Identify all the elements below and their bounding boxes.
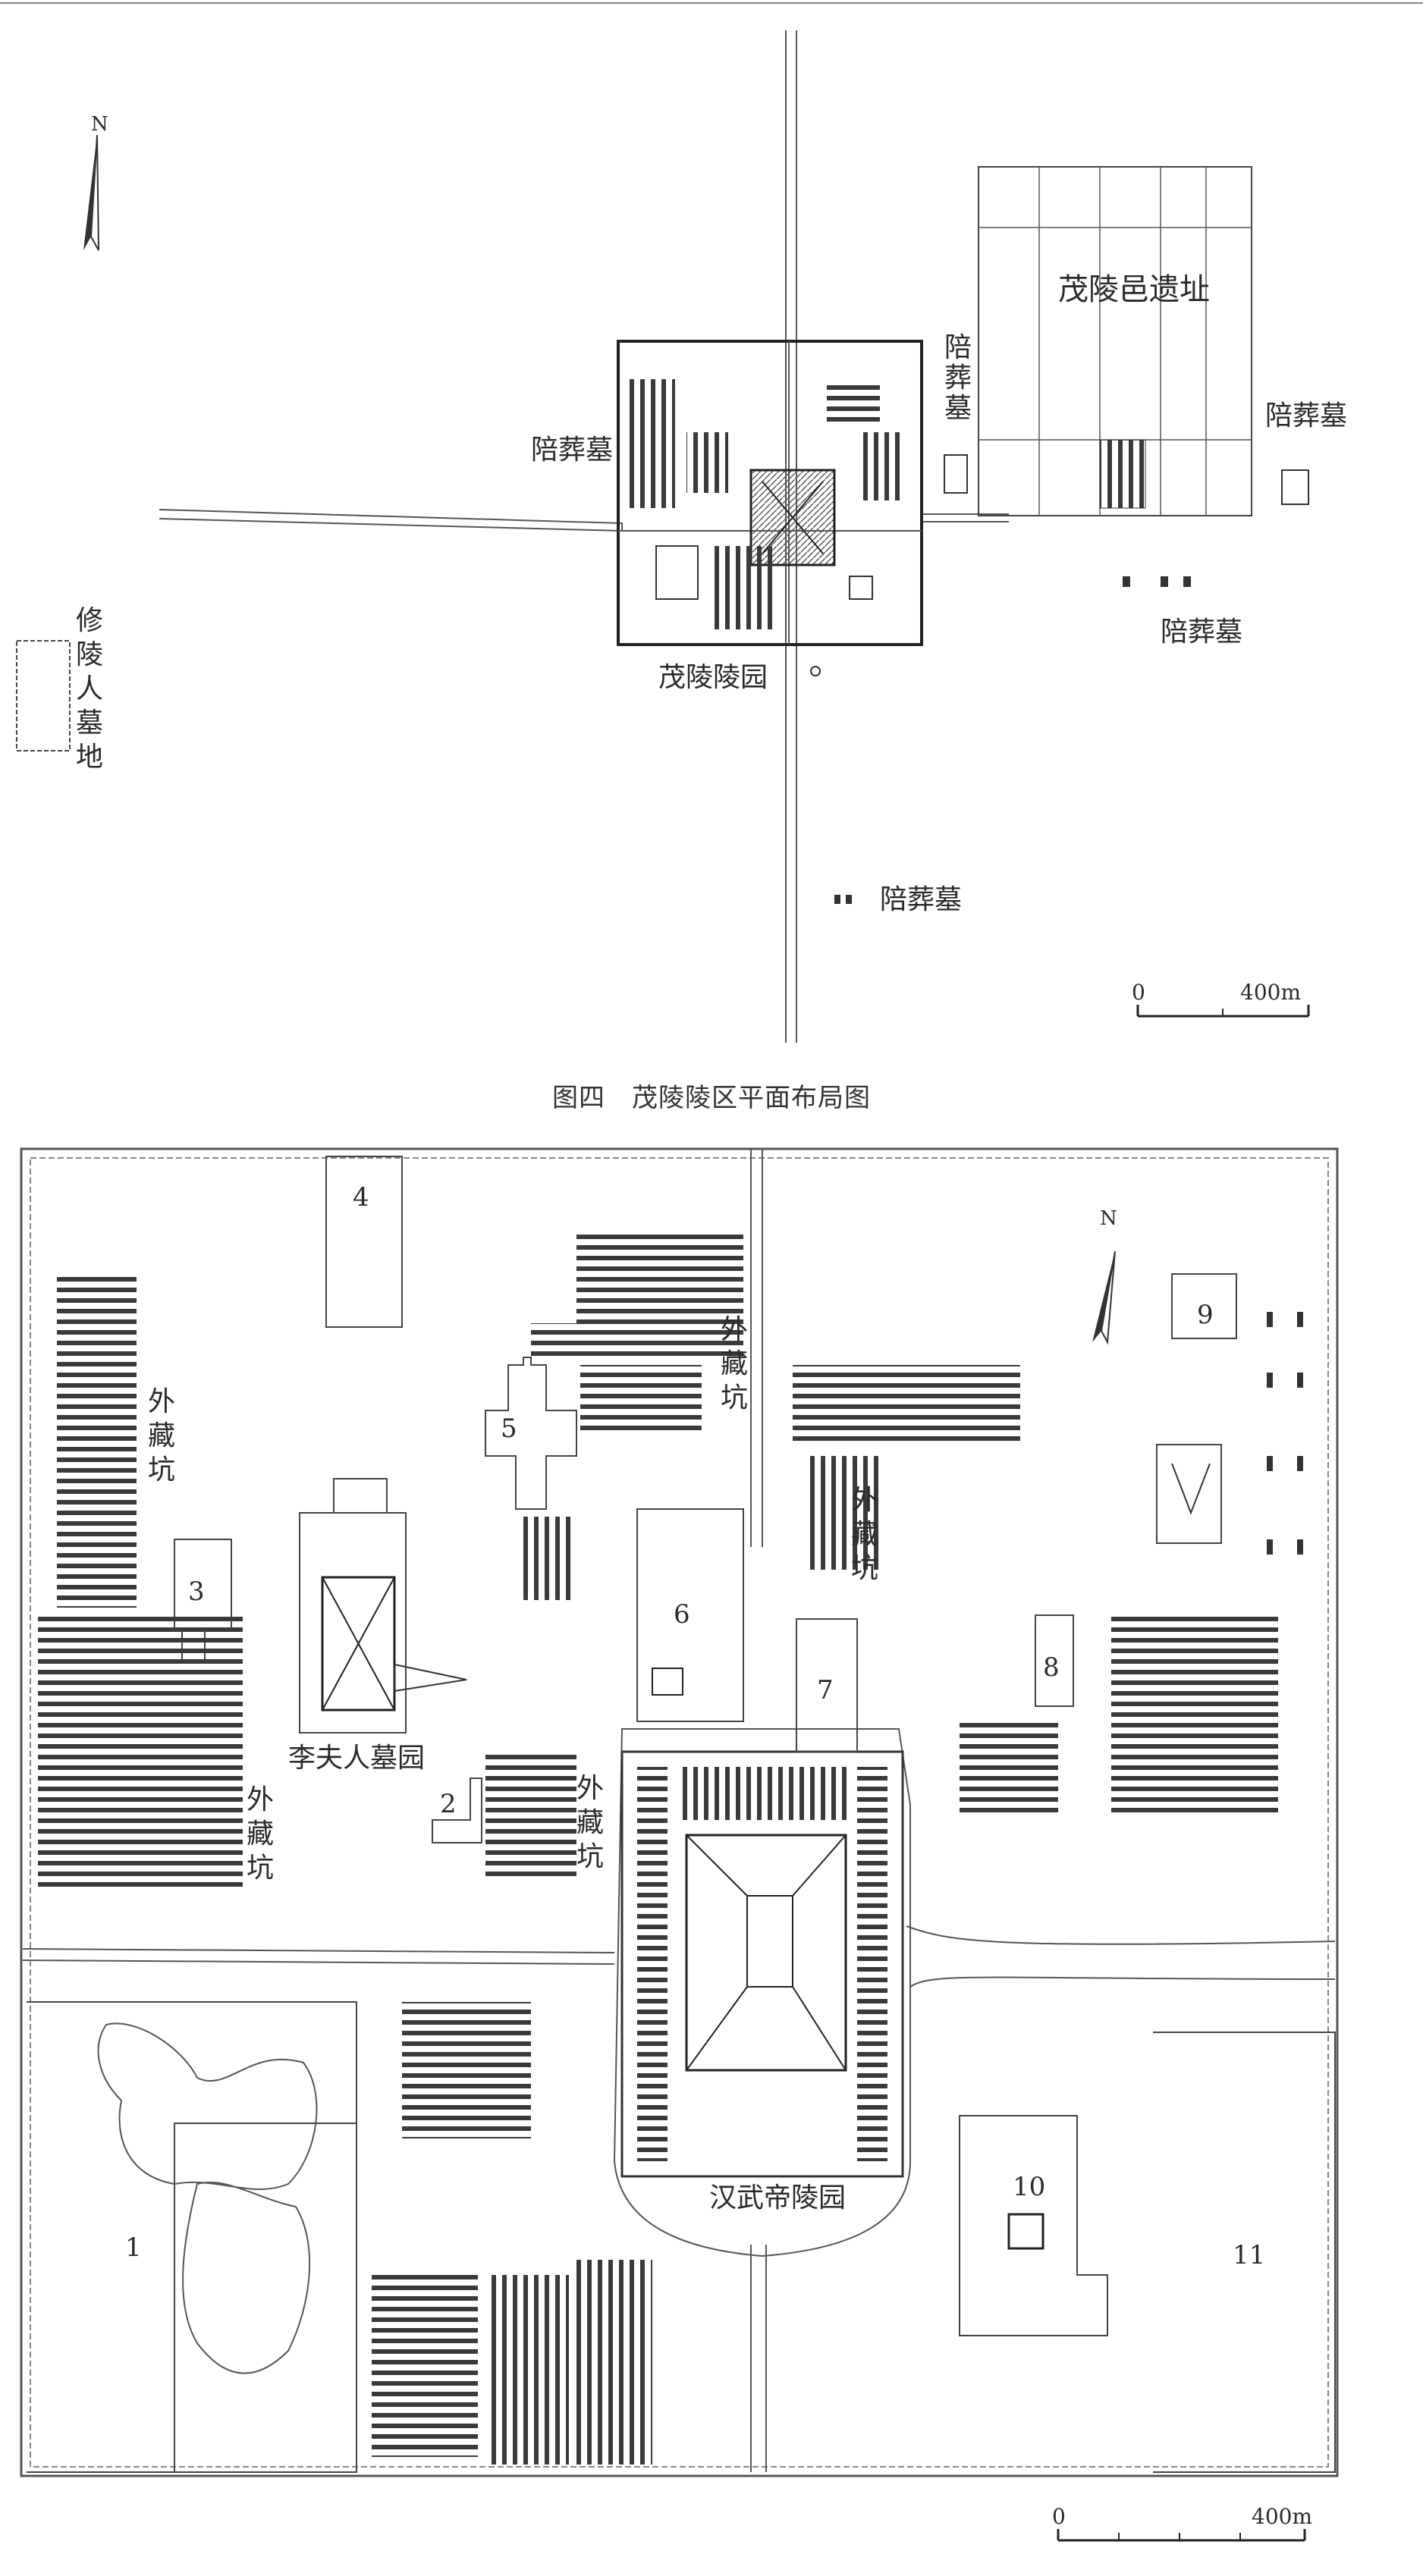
north-label: N [91, 113, 108, 136]
compound-outlines [27, 1156, 1336, 2473]
label-waicangkeng-w-2: 藏 [247, 1818, 274, 1850]
label-maoling-park: 茂陵陵园 [658, 662, 768, 693]
label-waicangkeng-w-1: 外 [247, 1784, 274, 1815]
figure-caption: 图四 茂陵陵区平面布局图 [552, 1083, 871, 1113]
label-hanwudi: 汉武帝陵园 [709, 2182, 846, 2214]
label-compound-3: 3 [188, 1577, 205, 1607]
label-waicangkeng-c-2: 藏 [576, 1807, 604, 1838]
scale-start-2: 0 [1052, 2504, 1066, 2529]
label-waicangkeng-ne-3: 坑 [851, 1553, 878, 1584]
label-waicangkeng-n-2: 藏 [721, 1348, 748, 1379]
label-waicangkeng-nw-3: 坑 [148, 1454, 175, 1486]
label-xiuling-4: 墓 [76, 708, 103, 739]
burial-pit-fields [38, 1228, 1278, 2465]
map1: N [0, 2, 1423, 1043]
xiuling-cemetery-box [16, 640, 71, 751]
maoling-mausoleum-park [617, 340, 923, 646]
label-peizangmu-mid-1: 陪 [944, 332, 972, 363]
scale-end-2: 400m [1252, 2504, 1312, 2529]
label-peizangmu-mid-2: 葬 [944, 362, 972, 394]
label-waicangkeng-ne-2: 藏 [851, 1519, 878, 1550]
map2: N [20, 1147, 1339, 2542]
scale-end-1: 400m [1240, 980, 1301, 1005]
label-waicangkeng-w-3: 坑 [247, 1853, 274, 1884]
label-compound-6: 6 [674, 1599, 690, 1630]
label-xiuling-2: 陵 [76, 639, 103, 670]
maoling-town-site [978, 166, 1252, 516]
scale-bar-1: 0 400m [1132, 980, 1310, 1018]
label-compound-8: 8 [1043, 1652, 1060, 1683]
label-waicangkeng-c-1: 外 [576, 1773, 604, 1804]
scale-bar-2: 0 400m [1052, 2504, 1312, 2542]
map2-roads [22, 1149, 1336, 2472]
label-compound-9: 9 [1197, 1300, 1214, 1330]
label-lifuren: 李夫人墓园 [288, 1743, 425, 1774]
north-arrow-icon [83, 134, 99, 251]
label-waicangkeng-c-3: 坑 [576, 1841, 604, 1872]
small-tomb-markers-east [1267, 1312, 1303, 1555]
label-waicangkeng-n-3: 坑 [721, 1382, 748, 1414]
label-compound-2: 2 [440, 1789, 457, 1819]
label-peizangmu-west: 陪葬墓 [531, 435, 613, 466]
satellite-tomb-markers [810, 454, 1309, 904]
label-waicangkeng-n-1: 外 [721, 1314, 748, 1345]
label-peizangmu-south: 陪葬墓 [880, 884, 962, 915]
hanwudi-mausoleum-park [613, 1728, 911, 2258]
north-label-2: N [1100, 1207, 1117, 1230]
north-arrow-icon-2 [1092, 1250, 1116, 1345]
label-compound-11: 11 [1233, 2240, 1265, 2270]
label-waicangkeng-nw-2: 藏 [148, 1420, 175, 1451]
label-compound-5: 5 [501, 1414, 517, 1444]
map2-outer-wall [20, 1147, 1339, 2477]
label-xiuling-1: 修 [76, 605, 103, 636]
ew-road [159, 509, 1009, 532]
label-peizangmu-east: 陪葬墓 [1265, 400, 1347, 431]
label-compound-1: 1 [125, 2232, 142, 2263]
label-waicangkeng-ne-1: 外 [851, 1485, 878, 1516]
label-maoling-town: 茂陵邑遗址 [1058, 272, 1210, 307]
scale-start-1: 0 [1132, 980, 1145, 1005]
lifuren-tomb-park [299, 1478, 467, 1734]
label-peizangmu-mid-3: 墓 [944, 393, 972, 424]
label-compound-4: 4 [353, 1182, 369, 1213]
label-compound-10: 10 [1013, 2172, 1045, 2202]
label-compound-7: 7 [817, 1675, 834, 1705]
label-waicangkeng-nw-1: 外 [148, 1386, 175, 1417]
label-xiuling-5: 地 [76, 742, 103, 773]
label-peizangmu-southeast: 陪葬墓 [1161, 617, 1242, 648]
label-xiuling-3: 人 [76, 673, 103, 704]
